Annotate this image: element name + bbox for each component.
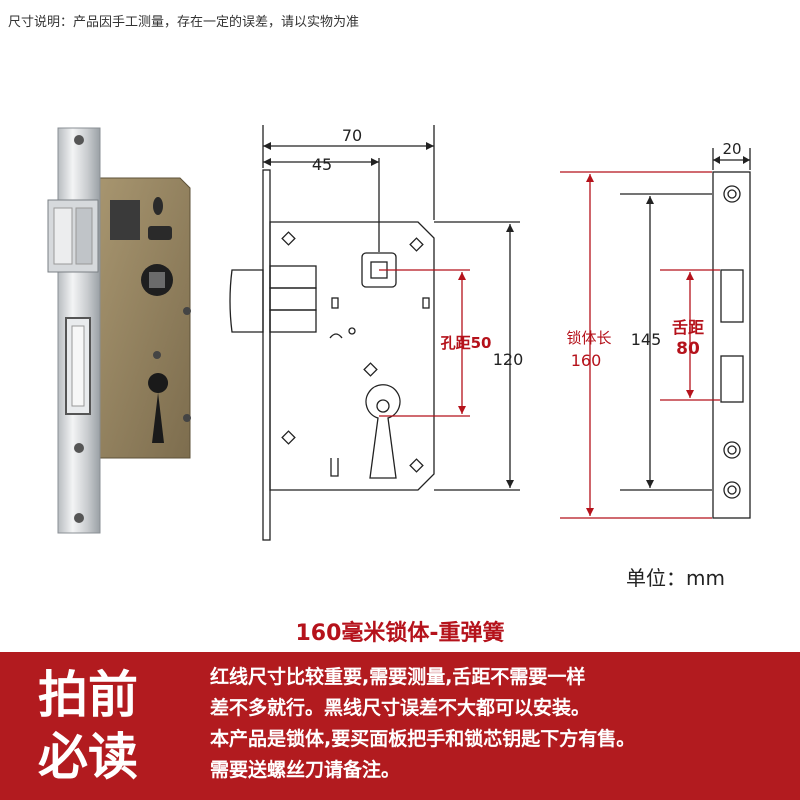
- front-body-outline: [269, 221, 435, 491]
- side-latch: [720, 269, 744, 323]
- faceplate-screw-hole: [74, 513, 84, 523]
- top-slot: [153, 197, 163, 215]
- product-title: 160毫米锁体-重弹簧: [295, 621, 505, 646]
- banner-note-line: 本产品是锁体,要买面板把手和锁芯钥匙下方有售。: [210, 728, 636, 750]
- banner-notes: 红线尺寸比较重要,需要测量,舌距不需要一样 差不多就行。黑线尺寸误差不大都可以安…: [210, 662, 795, 786]
- dim-20-label: 20: [722, 140, 741, 158]
- dim-145-label: 145: [631, 330, 662, 349]
- dim-80-caption: 舌距: [672, 318, 704, 337]
- notice-banner: 拍前 必读 红线尺寸比较重要,需要测量,舌距不需要一样 差不多就行。黑线尺寸误差…: [0, 652, 800, 800]
- front-screws: [281, 231, 424, 473]
- dim-160-label: 160: [571, 351, 602, 370]
- banner-headline-line1: 拍前: [38, 666, 138, 724]
- screw: [183, 414, 191, 422]
- lever-slot: [148, 226, 172, 240]
- unit-label: 单位：mm: [626, 566, 725, 590]
- faceplate-screw-hole: [74, 135, 84, 145]
- screw: [183, 307, 191, 315]
- spindle-square: [149, 272, 165, 288]
- banner-headline: 拍前 必读: [38, 664, 168, 788]
- screw: [153, 351, 161, 359]
- front-latch: [229, 269, 264, 333]
- dim-160-caption: 锁体长: [566, 329, 611, 347]
- dim-80-label: 80: [676, 339, 700, 359]
- header-note: 尺寸说明：产品因手工测量，存在一定的误差，请以实物为准: [8, 15, 360, 30]
- front-cylinder-hole: [365, 384, 401, 479]
- lock-body-photo: [47, 127, 191, 534]
- banner-note-line: 差不多就行。黑线尺寸误差不大都可以安装。: [210, 697, 591, 719]
- dim-120-label: 120: [493, 350, 524, 369]
- side-faceplate: [712, 171, 751, 519]
- front-faceplate: [262, 169, 271, 541]
- banner-note-line: 需要送螺丝刀请备注。: [210, 759, 401, 781]
- dim-45-label: 45: [312, 155, 332, 174]
- dim-70-label: 70: [342, 126, 362, 145]
- side-deadbolt: [720, 355, 744, 403]
- cylinder-hole: [148, 373, 169, 443]
- banner-headline-line2: 必读: [38, 728, 138, 786]
- mechanism-spring: [110, 200, 140, 240]
- faceplate-screw-hole: [74, 443, 84, 453]
- dimension-diagram: 70 45 120 孔距50 20 145 锁体长 160 舌距 80: [229, 125, 751, 541]
- banner-note-line: 红线尺寸比较重要,需要测量,舌距不需要一样: [210, 666, 586, 688]
- dim-hole-distance-label: 孔距50: [441, 334, 492, 352]
